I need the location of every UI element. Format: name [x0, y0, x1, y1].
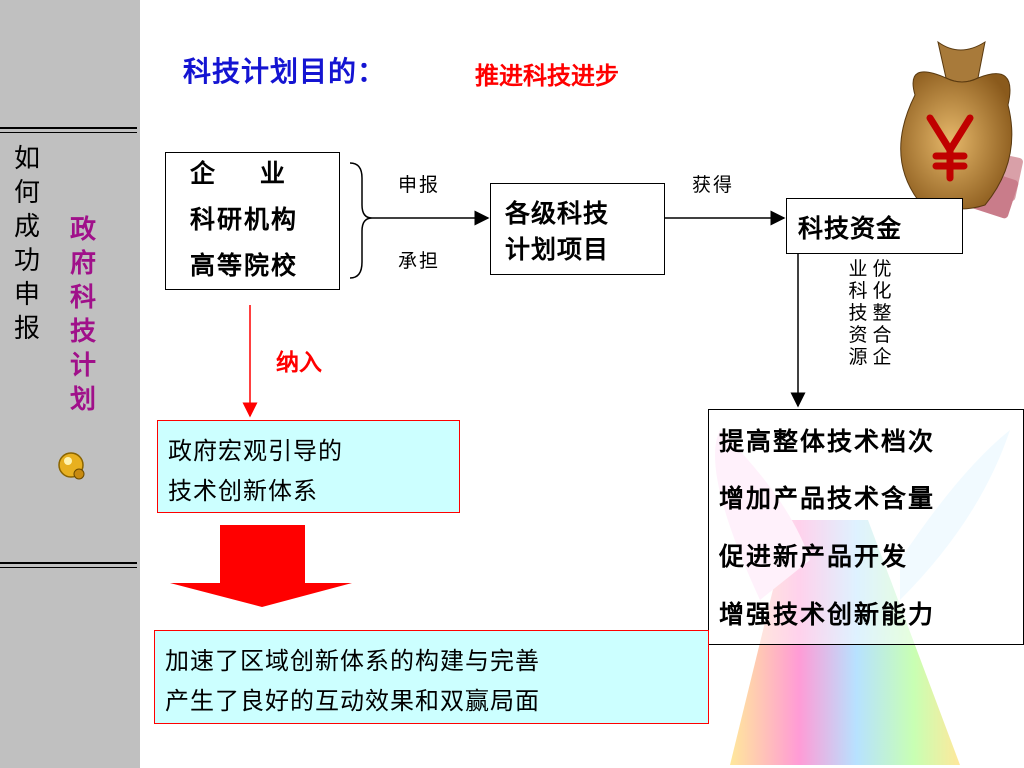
sidebar-heading: 如 何 成 功 申 报	[13, 144, 40, 344]
sidebar-divider-bottom-thin	[0, 567, 137, 568]
result-box: 加速了区域创新体系的构建与完善 产生了良好的互动效果和双赢局面	[154, 630, 709, 724]
gov-line-1: 政府宏观引导的	[168, 437, 343, 465]
note-column-2: 业科技资源	[848, 258, 868, 368]
funding-box: 科技资金	[786, 198, 963, 254]
gov-innovation-box: 政府宏观引导的 技术创新体系	[157, 420, 460, 513]
outcome-1: 提高整体技术档次	[719, 427, 936, 456]
result-line-1: 加速了区域创新体系的构建与完善	[165, 647, 540, 675]
note-column-1: 优化整合企	[872, 258, 892, 368]
page-title: 科技计划目的：	[183, 55, 387, 88]
applicant-enterprise: 企 业	[190, 159, 287, 188]
money-bag-icon	[900, 40, 1023, 219]
outcomes-box: 提高整体技术档次 增加产品技术含量 促进新产品开发 增强技术创新能力	[708, 409, 1024, 645]
funding-label: 科技资金	[798, 214, 903, 243]
sidebar-divider-top-thin	[0, 132, 137, 133]
outcome-2: 增加产品技术含量	[719, 484, 936, 513]
applicant-box: 企 业 科研机构 高等院校	[165, 152, 340, 290]
result-line-2: 产生了良好的互动效果和双赢局面	[165, 687, 540, 715]
big-down-arrow	[170, 525, 352, 607]
sidebar-divider-top	[0, 127, 137, 129]
optimize-resources-note: 优化整合企 业科技资源	[845, 258, 895, 388]
edge-label-undertake: 承担	[398, 250, 441, 272]
gov-line-2: 技术创新体系	[168, 477, 318, 505]
sidebar-subheading: 政 府 科 技 计 划	[69, 215, 96, 415]
outcome-3: 促进新产品开发	[719, 542, 909, 571]
applicant-research-institute: 科研机构	[190, 205, 299, 234]
edge-label-obtain: 获得	[692, 174, 735, 196]
project-line-1: 各级科技	[505, 199, 610, 228]
project-box: 各级科技 计划项目	[490, 183, 665, 275]
project-line-2: 计划项目	[505, 235, 610, 264]
sidebar-divider-bottom	[0, 562, 137, 564]
edge-label-include: 纳入	[276, 349, 322, 376]
bracket-connector	[349, 162, 373, 279]
applicant-university: 高等院校	[190, 251, 299, 280]
page-title-goal: 推进科技进步	[475, 61, 619, 90]
edge-label-declare: 申报	[398, 174, 441, 196]
outcome-4: 增强技术创新能力	[719, 600, 936, 629]
